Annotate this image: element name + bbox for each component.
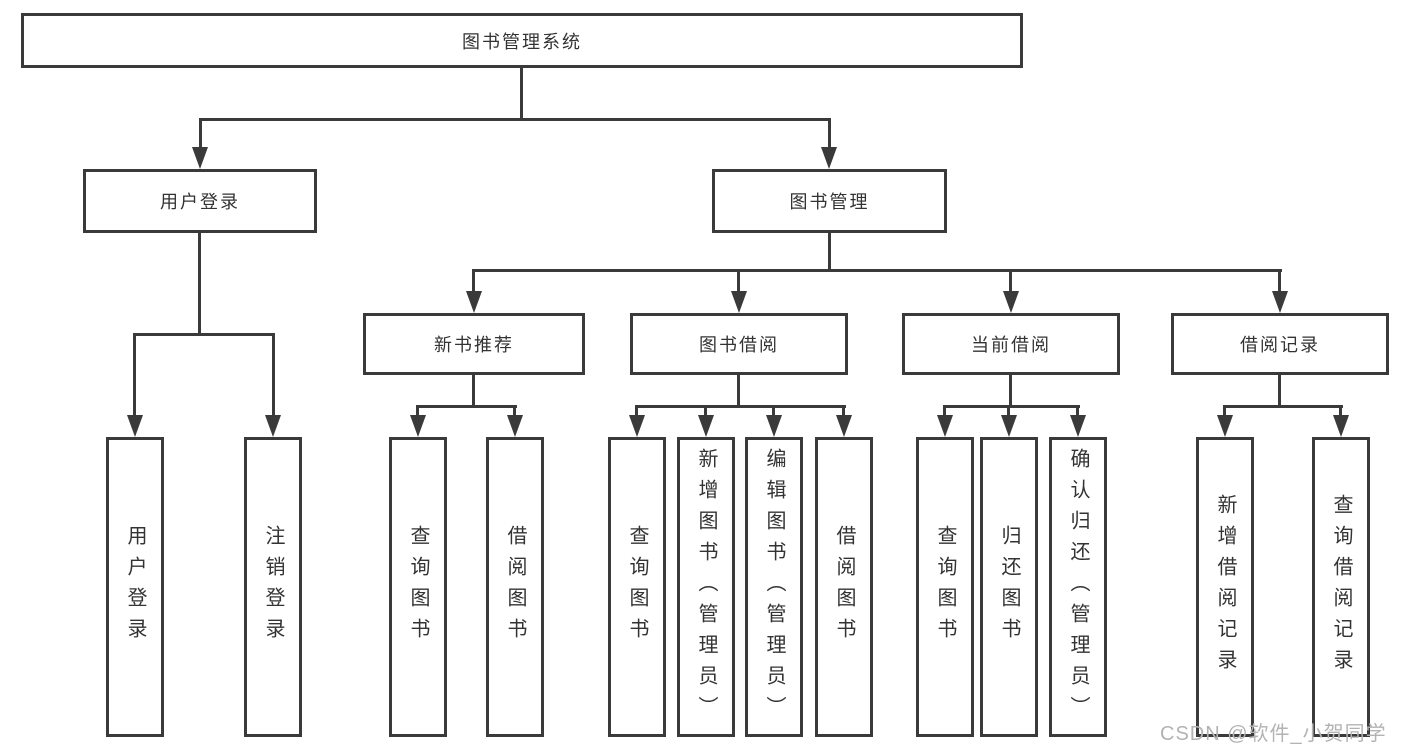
connector-line [828,118,831,151]
connector-line [635,405,638,419]
arrowhead-down-icon [1003,291,1019,313]
leaf-query-books-borrowing: 查询图书 [608,437,666,737]
connector-line [472,269,1282,272]
leaf-borrow-books-recommend: 借阅图书 [486,437,544,737]
node-book-management: 图书管理 [712,169,947,233]
leaf-query-books-current: 查询图书 [916,437,974,737]
connector-line [636,405,846,408]
arrowhead-down-icon [127,415,143,437]
arrowhead-down-icon [1333,415,1349,437]
connector-line [1007,405,1010,419]
connector-line [417,405,517,408]
connector-line [133,333,136,417]
leaf-label: 新增图书（管理员） [695,447,717,727]
leaf-add-books-admin: 新增图书（管理员） [677,437,735,737]
connector-line [472,269,475,295]
leaf-user-login: 用户登录 [106,437,164,737]
arrowhead-down-icon [937,415,953,437]
arrowhead-down-icon [731,291,747,313]
leaf-label: 新增借阅记录 [1214,494,1236,680]
connector-line [737,269,740,295]
leaf-label: 归还图书 [998,525,1020,649]
arrowhead-down-icon [466,291,482,313]
arrowhead-down-icon [265,415,281,437]
arrowhead-down-icon [629,415,645,437]
leaf-confirm-return-admin: 确认归还（管理员） [1049,437,1107,737]
leaf-return-books: 归还图书 [980,437,1038,737]
connector-line [199,118,831,121]
connector-line [272,333,275,417]
leaf-label: 注销登录 [262,525,284,649]
connector-line [842,405,845,419]
leaf-label: 借阅图书 [833,525,855,649]
arrowhead-down-icon [698,415,714,437]
connector-line [1009,375,1012,407]
connector-line [1076,405,1079,419]
leaf-add-borrow-record: 新增借阅记录 [1196,437,1254,737]
node-label: 图书借阅 [699,335,779,355]
arrowhead-down-icon [766,415,782,437]
connector-line [943,405,1080,408]
leaf-label: 编辑图书（管理员） [763,447,785,727]
arrowhead-down-icon [821,147,837,169]
connector-line [513,405,516,419]
node-borrowing-records: 借阅记录 [1171,313,1389,375]
node-label: 图书管理 [789,192,870,212]
connector-line [198,233,201,336]
connector-line [1223,405,1343,408]
connector-line [943,405,946,419]
connector-line [133,333,275,336]
leaf-label: 查询图书 [407,525,429,649]
arrowhead-down-icon [410,415,426,437]
node-label: 当前借阅 [971,335,1051,355]
leaf-label: 用户登录 [124,525,146,649]
leaf-edit-books-admin: 编辑图书（管理员） [745,437,803,737]
node-label: 借阅记录 [1240,335,1320,355]
connector-line [1278,375,1281,407]
leaf-label: 查询借阅记录 [1330,494,1352,680]
leaf-query-borrow-record: 查询借阅记录 [1312,437,1370,737]
connector-line [199,118,202,151]
connector-line [828,233,831,272]
arrowhead-down-icon [836,415,852,437]
leaf-label: 查询图书 [934,525,956,649]
connector-line [472,375,475,407]
node-user-login: 用户登录 [83,169,317,233]
leaf-query-books-recommend: 查询图书 [389,437,447,737]
leaf-logout: 注销登录 [244,437,302,737]
node-library-system: 图书管理系统 [21,13,1023,68]
connector-line [772,405,775,419]
node-new-book-recommend: 新书推荐 [363,313,585,375]
connector-line [737,375,740,407]
arrowhead-down-icon [507,415,523,437]
arrowhead-down-icon [192,147,208,169]
node-label: 图书管理系统 [462,31,582,52]
leaf-label: 借阅图书 [504,525,526,649]
leaf-label: 查询图书 [626,525,648,649]
connector-line [704,405,707,419]
node-label: 用户登录 [160,192,240,212]
arrowhead-down-icon [1217,415,1233,437]
node-label: 新书推荐 [434,335,514,355]
connector-line [1339,405,1342,419]
arrowhead-down-icon [1070,415,1086,437]
connector-line [520,67,523,120]
connector-line [1278,269,1281,295]
node-current-borrowing: 当前借阅 [902,313,1120,375]
node-book-borrowing: 图书借阅 [630,313,848,375]
leaf-borrow-books-borrowing: 借阅图书 [815,437,873,737]
connector-line [1223,405,1226,419]
connector-line [1009,269,1012,295]
leaf-label: 确认归还（管理员） [1067,447,1089,727]
csdn-watermark: CSDN @软件_小贺同学 [1160,723,1387,745]
connector-line [416,405,419,419]
arrowhead-down-icon [1001,415,1017,437]
arrowhead-down-icon [1272,291,1288,313]
